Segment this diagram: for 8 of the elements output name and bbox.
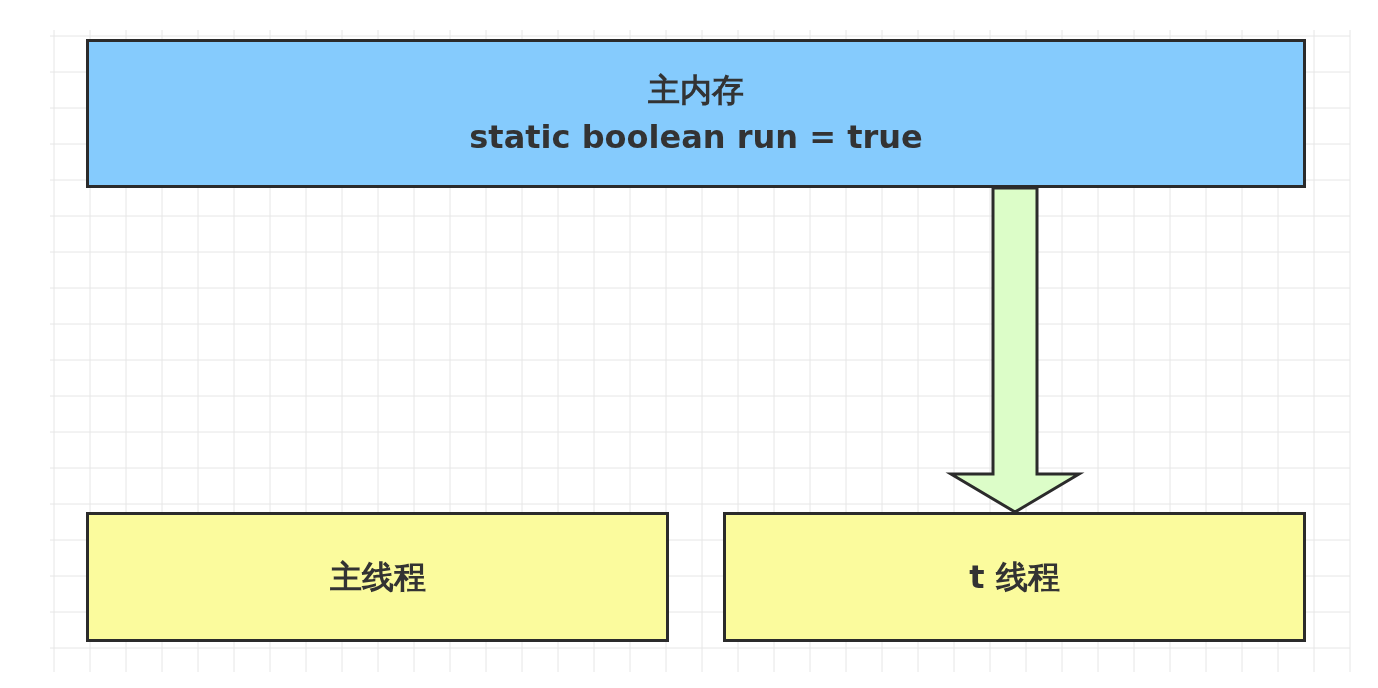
- block-arrow: [945, 186, 1085, 514]
- box-title: 主线程: [329, 556, 426, 598]
- box-title: 主内存: [648, 70, 744, 112]
- memory-box: [86, 39, 1306, 188]
- code-text: static boolean run = true: [469, 116, 923, 158]
- box-title: t 线程: [969, 556, 1060, 598]
- thread-box: [86, 512, 669, 642]
- thread-box: [723, 512, 1306, 642]
